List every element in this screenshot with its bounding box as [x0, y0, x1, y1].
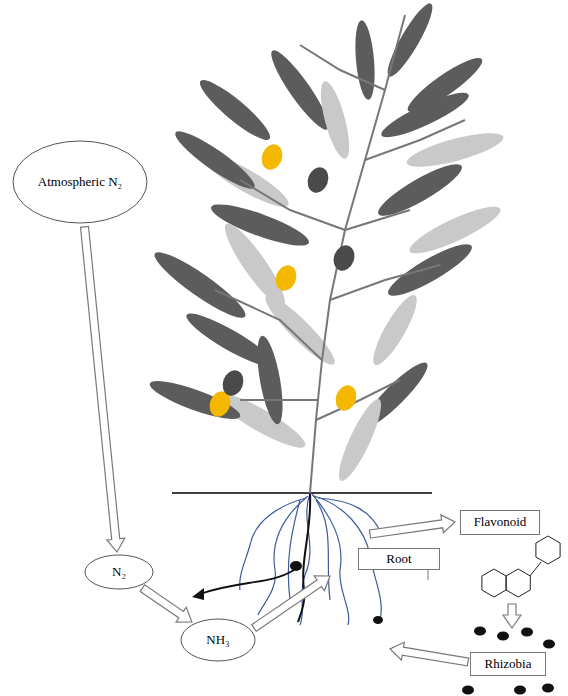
leaf [149, 244, 252, 325]
ellipse-node: N₂ [84, 554, 154, 590]
rhizobium-cell [543, 640, 555, 649]
node-label: Root [386, 552, 411, 567]
stem [316, 380, 400, 420]
flavonoid-ring [536, 536, 560, 564]
rhizobium-cell [497, 632, 509, 641]
olive-fruit [330, 242, 358, 273]
rhizobium-cell [514, 686, 526, 695]
stem [310, 15, 405, 493]
black-arrow [200, 570, 294, 594]
leaf [252, 334, 287, 426]
stem [240, 399, 318, 401]
olive-fruit [332, 382, 360, 413]
connector-arrow [81, 227, 125, 553]
node-label: N₂ [112, 565, 126, 580]
node-label: Flavonoid [474, 515, 527, 530]
label-box: Root [358, 548, 440, 570]
leaf [207, 197, 312, 253]
arrow-head [192, 588, 204, 600]
node-label: Atmospheric N₂ [38, 175, 122, 190]
leaf [383, 236, 477, 303]
node-label: Rhizobia [485, 657, 532, 672]
rhizobium-cell [474, 627, 486, 636]
olive-fruit [304, 164, 332, 195]
root-line [240, 498, 306, 590]
stem [300, 45, 385, 90]
leaf [373, 156, 467, 223]
hollow-arrow [140, 585, 192, 622]
ellipse-node: Atmospheric N₂ [12, 140, 148, 224]
stem [345, 210, 410, 230]
ground-line [172, 492, 432, 494]
leaf [366, 290, 423, 369]
label-box: Flavonoid [460, 510, 540, 535]
stem [330, 265, 440, 300]
node-label: NH₃ [206, 633, 229, 648]
rhizobium-cell [521, 628, 533, 637]
ellipse-shape [13, 141, 147, 223]
olive-fruit [219, 367, 247, 398]
leaf [377, 86, 472, 145]
leaf [194, 73, 276, 146]
ellipse-node: NH₃ [180, 618, 256, 662]
rhizobium-cell [542, 684, 554, 693]
hollow-arrow [503, 604, 521, 628]
root-nodule [373, 616, 383, 624]
plant-group [146, 0, 560, 694]
tick-line [428, 570, 429, 580]
rhizobium-cell [462, 686, 474, 695]
hollow-arrow [252, 576, 330, 631]
root-line [288, 500, 300, 600]
flavonoid-bond [530, 562, 541, 576]
root-nodule [290, 561, 302, 571]
ellipse-shape [181, 619, 255, 661]
root-line [312, 494, 349, 625]
stem [215, 290, 322, 360]
stem [240, 180, 345, 230]
olive-fruit [258, 141, 286, 172]
stem [365, 120, 465, 160]
flavonoid-ring [482, 569, 506, 597]
hollow-arrow [369, 515, 455, 538]
connector-arrow [140, 585, 192, 622]
hollow-arrow [390, 642, 469, 666]
label-box: Rhizobia [470, 652, 546, 676]
leaf [315, 79, 355, 161]
hollow-arrow [81, 227, 125, 553]
flavonoid-ring [506, 569, 530, 597]
olive-fruit [272, 262, 300, 293]
leaf [353, 19, 378, 100]
ellipse-shape [85, 555, 153, 589]
main-root [298, 494, 310, 622]
